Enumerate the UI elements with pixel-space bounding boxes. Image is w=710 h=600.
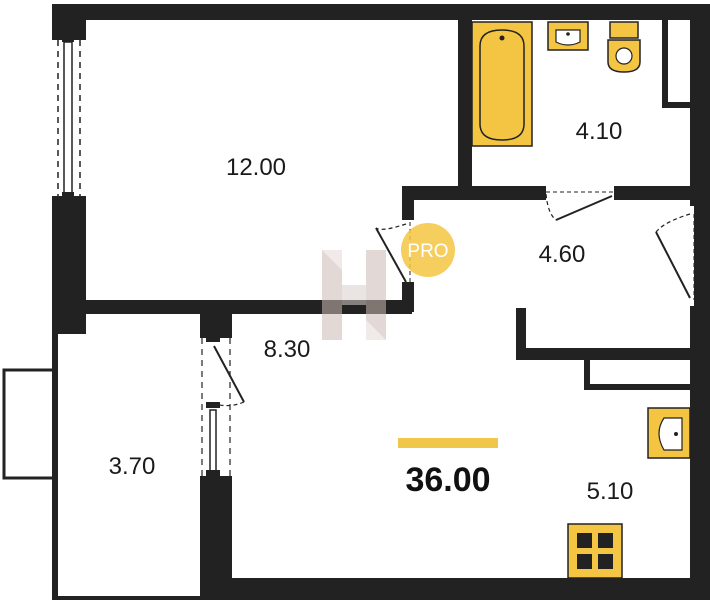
stove-fixture — [567, 523, 623, 579]
room-area-living: 12.00 — [226, 154, 286, 181]
wall-bath-shaft — [662, 20, 668, 106]
wall-mid-left-upper — [200, 312, 232, 338]
door-bathroom — [545, 191, 614, 221]
wall-top — [52, 4, 710, 20]
outer-walls — [52, 4, 710, 600]
toilet-fixture — [607, 21, 641, 73]
wall-bath-shaft-bottom — [662, 102, 690, 108]
bathtub-fixture — [471, 21, 533, 147]
balcony-ledge — [2, 368, 56, 480]
room-area-kitchen: 5.10 — [587, 478, 634, 505]
balcony-bottom-line — [52, 596, 202, 600]
total-area-label: 36.00 — [405, 461, 490, 499]
kitchen-sink-fixture — [647, 407, 691, 459]
balcony-door — [200, 336, 245, 477]
wall-bath-bottom — [402, 186, 546, 200]
wall-hall-left-top — [402, 186, 414, 220]
balcony-railing — [2, 368, 56, 480]
balcony-wall-line — [52, 334, 56, 600]
watermark-logo — [322, 250, 386, 340]
wall-right — [690, 4, 710, 600]
wall-hall-left-bottom — [402, 282, 414, 312]
wall-right-stub — [584, 360, 590, 388]
wall-bath-bottom-right — [614, 186, 690, 200]
wall-mid-left-lower — [200, 476, 232, 600]
pro-badge: PRO — [401, 223, 455, 277]
door-entrance — [655, 206, 695, 306]
wall-left-upper — [52, 4, 86, 40]
total-area-accent-bar — [398, 438, 498, 448]
pro-badge-label: PRO — [407, 241, 448, 262]
wall-bottom-left — [200, 578, 710, 600]
wall-right-stub-bottom — [584, 384, 690, 390]
bathroom-sink-fixture — [547, 21, 589, 51]
wall-closet-vertical — [516, 308, 526, 360]
window-left — [52, 36, 86, 198]
room-area-bathroom: 4.10 — [576, 118, 623, 145]
room-area-corridor: 8.30 — [264, 336, 311, 363]
wall-closet-bottom — [516, 348, 690, 360]
wall-living-right — [458, 20, 472, 188]
room-area-balcony: 3.70 — [109, 453, 156, 480]
room-area-hall: 4.60 — [539, 241, 586, 268]
